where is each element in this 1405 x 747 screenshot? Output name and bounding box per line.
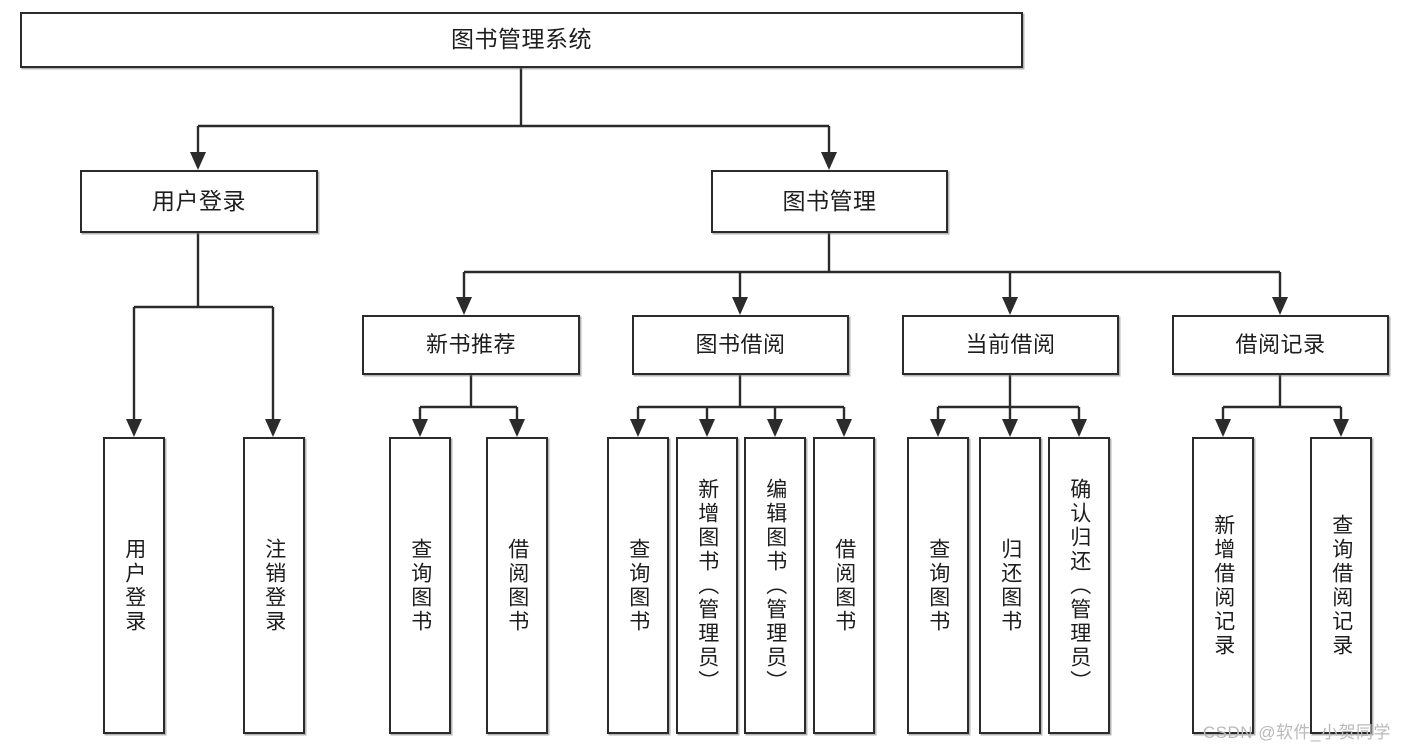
connector-current-borrow-to-leaves bbox=[930, 375, 1087, 437]
node-label-leaf-borrow-book-2: 借阅图书 bbox=[832, 537, 856, 634]
node-label-leaf-borrow-book-1: 借阅图书 bbox=[505, 537, 529, 634]
node-book-management[interactable]: 图书管理 bbox=[711, 170, 948, 233]
node-label-leaf-query-book-2: 查询图书 bbox=[626, 537, 650, 634]
node-leaf-user-login[interactable]: 用户登录 bbox=[103, 437, 165, 734]
node-leaf-confirm-return[interactable]: 确认归还（管理员） bbox=[1048, 437, 1110, 734]
node-label-leaf-edit-book: 编辑图书（管理员） bbox=[763, 477, 787, 694]
node-leaf-query-book-3[interactable]: 查询图书 bbox=[907, 437, 969, 734]
node-label-user-login: 用户登录 bbox=[152, 187, 246, 214]
connector-root-to-level2 bbox=[190, 68, 837, 170]
node-leaf-borrow-book-2[interactable]: 借阅图书 bbox=[813, 437, 875, 734]
node-label-leaf-add-book: 新增图书（管理员） bbox=[695, 477, 719, 694]
node-label-book-management: 图书管理 bbox=[782, 187, 877, 214]
node-label-root: 图书管理系统 bbox=[451, 26, 592, 53]
connector-book-management-to-level3 bbox=[456, 233, 1288, 315]
node-current-borrow[interactable]: 当前借阅 bbox=[902, 315, 1119, 375]
node-leaf-add-record[interactable]: 新增借阅记录 bbox=[1192, 437, 1254, 734]
node-new-book-recommend[interactable]: 新书推荐 bbox=[362, 315, 580, 375]
node-leaf-query-record[interactable]: 查询借阅记录 bbox=[1310, 437, 1372, 734]
node-user-login[interactable]: 用户登录 bbox=[80, 170, 318, 233]
node-label-leaf-logout: 注销登录 bbox=[262, 537, 286, 634]
connector-book-borrow-to-leaves bbox=[630, 375, 852, 437]
node-label-leaf-user-login: 用户登录 bbox=[122, 537, 146, 634]
connector-user-login-to-leaves bbox=[126, 233, 281, 437]
connector-new-book-recommend-to-leaves bbox=[412, 375, 525, 437]
node-label-leaf-query-book-1: 查询图书 bbox=[408, 537, 432, 634]
node-label-current-borrow: 当前借阅 bbox=[965, 331, 1056, 357]
node-label-leaf-return-book: 归还图书 bbox=[998, 537, 1022, 634]
node-leaf-query-book-2[interactable]: 查询图书 bbox=[607, 437, 669, 734]
node-leaf-borrow-book-1[interactable]: 借阅图书 bbox=[486, 437, 548, 734]
connector-borrow-record-to-leaves bbox=[1215, 375, 1349, 437]
node-book-borrow[interactable]: 图书借阅 bbox=[632, 315, 849, 375]
node-label-leaf-confirm-return: 确认归还（管理员） bbox=[1067, 477, 1091, 694]
node-leaf-add-book[interactable]: 新增图书（管理员） bbox=[676, 437, 738, 734]
node-label-leaf-query-record: 查询借阅记录 bbox=[1329, 513, 1353, 658]
node-label-book-borrow: 图书借阅 bbox=[695, 331, 786, 357]
node-leaf-query-book-1[interactable]: 查询图书 bbox=[389, 437, 451, 734]
watermark-text: CSDN @软件_小贺同学 bbox=[1202, 723, 1391, 742]
node-leaf-logout[interactable]: 注销登录 bbox=[243, 437, 305, 734]
node-root-system[interactable]: 图书管理系统 bbox=[20, 12, 1023, 68]
node-label-leaf-add-record: 新增借阅记录 bbox=[1211, 513, 1235, 658]
node-label-leaf-query-book-3: 查询图书 bbox=[926, 537, 950, 634]
node-label-new-book-recommend: 新书推荐 bbox=[425, 331, 516, 357]
node-borrow-record[interactable]: 借阅记录 bbox=[1172, 315, 1389, 375]
node-leaf-return-book[interactable]: 归还图书 bbox=[979, 437, 1041, 734]
node-leaf-edit-book[interactable]: 编辑图书（管理员） bbox=[744, 437, 806, 734]
node-label-borrow-record: 借阅记录 bbox=[1235, 331, 1326, 357]
